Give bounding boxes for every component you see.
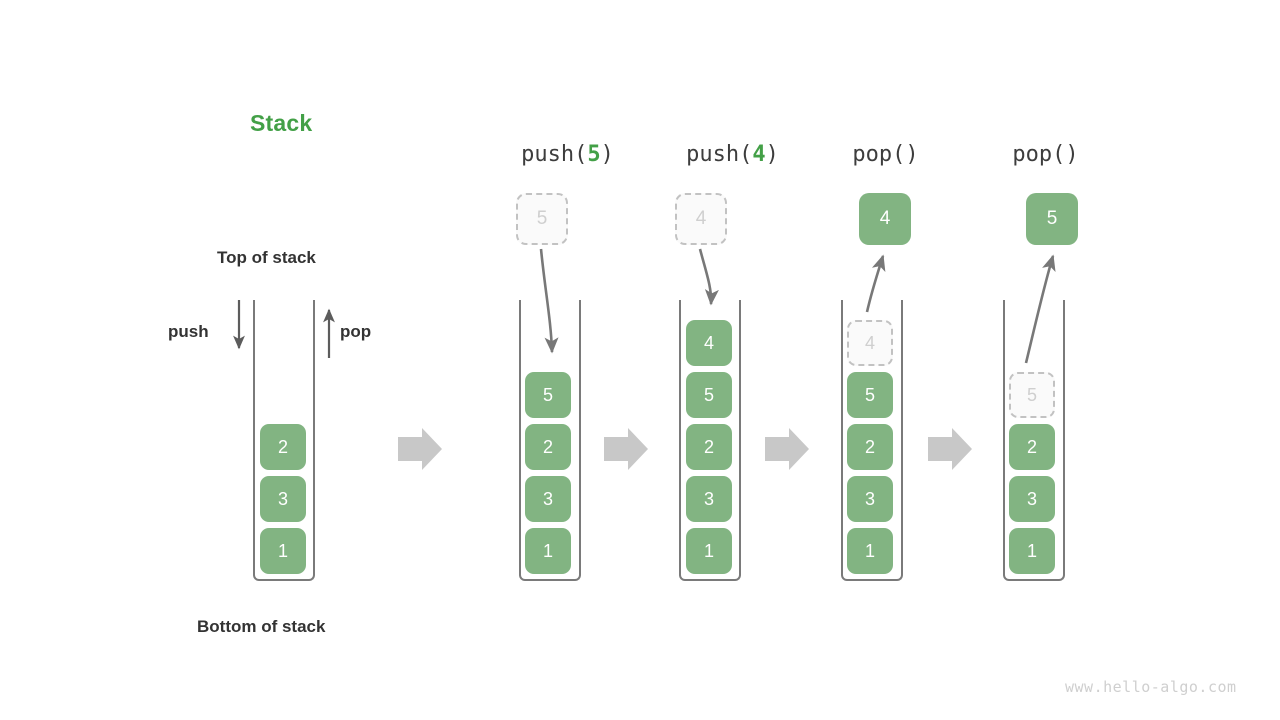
caption-text: push( — [686, 142, 753, 167]
stack-cell: 5 — [686, 372, 732, 418]
stack-cell: 1 — [260, 528, 306, 574]
stack-cell: 2 — [1009, 424, 1055, 470]
caption-text: pop( — [1012, 142, 1066, 167]
stack-cell: 2 — [525, 424, 571, 470]
stack-cell: 2 — [847, 424, 893, 470]
floating-cell-push-5: 5 — [516, 193, 568, 245]
stack-cell: 1 — [1009, 528, 1055, 574]
stack-frame-pop-4 — [841, 300, 903, 581]
stack-frame-pop-5 — [1003, 300, 1065, 581]
caption-push-4: push(4) — [655, 142, 810, 167]
bottom-of-stack-label: Bottom of stack — [197, 617, 326, 636]
caption-pop-2: pop() — [968, 142, 1123, 167]
stack-cell: 3 — [260, 476, 306, 522]
stack-frame-push-4 — [679, 300, 741, 581]
caption-suffix: ) — [600, 142, 614, 167]
flow-arrow-3 — [765, 428, 809, 470]
caption-text: push( — [521, 142, 588, 167]
stack-cell: 1 — [686, 528, 732, 574]
pop-label: pop — [340, 322, 372, 341]
stack-cell: 1 — [525, 528, 571, 574]
stack-cell: 2 — [260, 424, 306, 470]
caption-push-5: push(5) — [490, 142, 645, 167]
flow-arrow-1 — [398, 428, 442, 470]
stack-cell-ghost: 5 — [1009, 372, 1055, 418]
stack-cell: 5 — [525, 372, 571, 418]
caption-suffix: ) — [905, 142, 919, 167]
stack-cell-ghost: 4 — [847, 320, 893, 366]
top-of-stack-label: Top of stack — [217, 248, 316, 267]
push-4-motion-arrow — [698, 248, 719, 306]
stack-frame-initial — [253, 300, 315, 581]
push-label: push — [168, 322, 209, 341]
flow-arrow-4 — [928, 428, 972, 470]
stack-cell: 3 — [847, 476, 893, 522]
caption-suffix: ) — [765, 142, 779, 167]
caption-text: pop( — [852, 142, 906, 167]
stack-cell: 3 — [525, 476, 571, 522]
caption-arg: 5 — [587, 142, 601, 167]
stack-cell: 4 — [686, 320, 732, 366]
stack-frame-push-5 — [519, 300, 581, 581]
stack-cell: 3 — [1009, 476, 1055, 522]
caption-arg: 4 — [752, 142, 766, 167]
watermark: www.hello-algo.com — [1065, 678, 1237, 696]
stack-cell: 2 — [686, 424, 732, 470]
caption-pop-1: pop() — [808, 142, 963, 167]
caption-suffix: ) — [1065, 142, 1079, 167]
floating-cell-push-4: 4 — [675, 193, 727, 245]
floating-cell-pop-5: 5 — [1026, 193, 1078, 245]
stack-cell: 1 — [847, 528, 893, 574]
stack-cell: 5 — [847, 372, 893, 418]
floating-cell-pop-4: 4 — [859, 193, 911, 245]
flow-arrow-2 — [604, 428, 648, 470]
page-title: Stack — [250, 110, 313, 136]
stack-cell: 3 — [686, 476, 732, 522]
